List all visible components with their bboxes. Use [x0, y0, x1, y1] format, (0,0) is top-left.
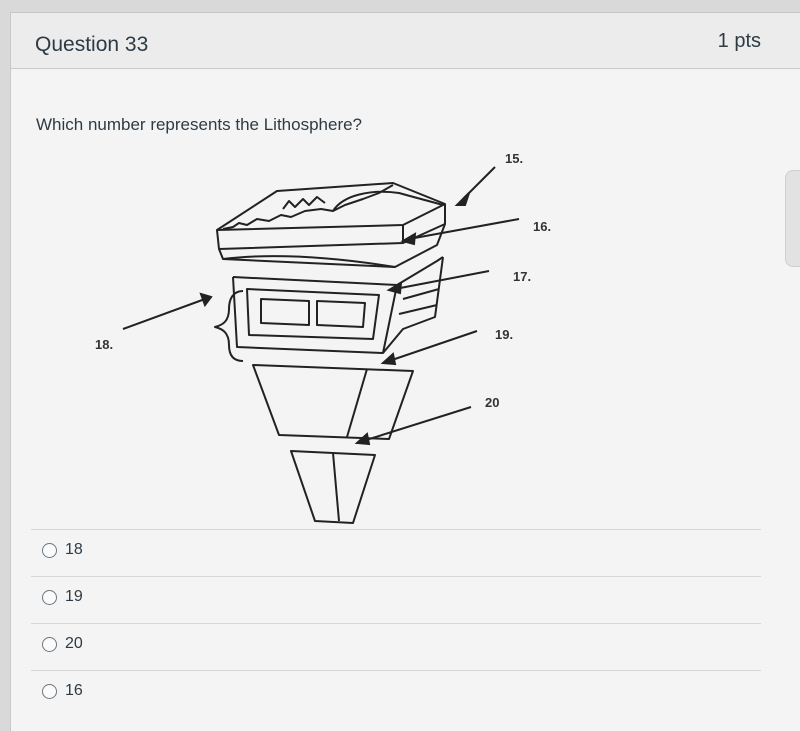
answer-list: 18 19 20 16 — [31, 529, 761, 717]
answer-label: 18 — [65, 541, 83, 558]
scroll-tab[interactable] — [785, 170, 800, 267]
diagram-label-18: 18. — [95, 337, 113, 352]
diagram-label-16: 16. — [533, 219, 551, 234]
answer-option-18[interactable]: 18 — [31, 529, 761, 576]
diagram-label-17: 17. — [513, 269, 531, 284]
question-card: Question 33 1 pts Which number represent… — [10, 12, 800, 731]
diagram-label-15: 15. — [505, 151, 523, 166]
radio-button-icon[interactable] — [42, 590, 57, 605]
question-body: Which number represents the Lithosphere? — [11, 69, 800, 731]
question-prompt: Which number represents the Lithosphere? — [36, 115, 363, 134]
question-title: Question 33 — [35, 33, 149, 56]
answer-label: 20 — [65, 635, 83, 652]
answer-label: 19 — [65, 588, 83, 605]
answer-label: 16 — [65, 682, 83, 699]
question-points: 1 pts — [717, 30, 761, 52]
answer-option-19[interactable]: 19 — [31, 576, 761, 623]
answer-option-16[interactable]: 16 — [31, 670, 761, 717]
diagram-label-19: 19. — [495, 327, 513, 342]
earth-layers-diagram: 15. 16. 17. 18. 19. 20 — [95, 151, 551, 524]
radio-button-icon[interactable] — [42, 637, 57, 652]
question-header: Question 33 1 pts — [11, 13, 800, 69]
answer-option-20[interactable]: 20 — [31, 623, 761, 670]
diagram-label-20: 20 — [485, 395, 499, 410]
radio-button-icon[interactable] — [42, 684, 57, 699]
radio-button-icon[interactable] — [42, 543, 57, 558]
